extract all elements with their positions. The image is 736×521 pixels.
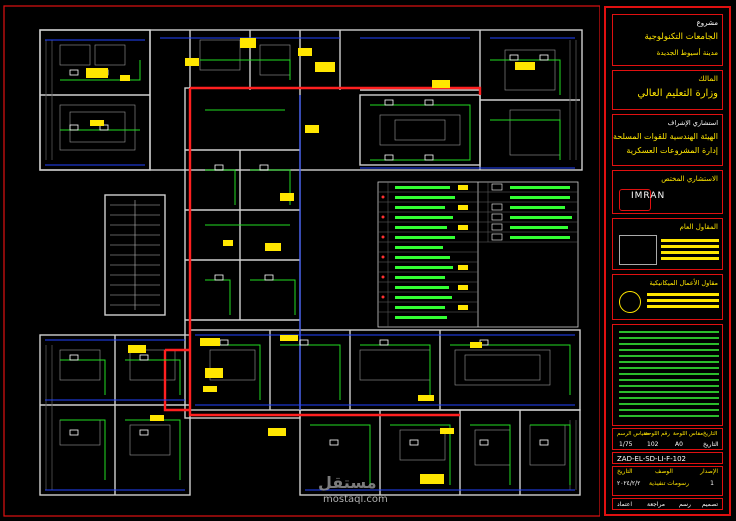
signatures-row: تصميم رسم مراجعة اعتماد (612, 498, 723, 510)
top-wing-walls (39, 29, 583, 171)
subcontractor-cell: مقاول الأعمال الميكانيكية (612, 274, 723, 320)
revisions-table: الإصدار الوصف التاريخ 1 رسومات تنفيذية ٢… (612, 466, 723, 496)
red-cable-route (163, 86, 482, 417)
subcontractor-label: مقاول الأعمال الميكانيكية (649, 279, 718, 287)
owner-name: وزارة التعليم العالي (637, 88, 718, 99)
supervisor-line2: إدارة المشروعات العسكرية (626, 146, 718, 155)
sheet-size-value: A0 (675, 441, 683, 448)
supervisor-label: استشاري الإشراف (667, 119, 718, 127)
contractor-info-block (661, 239, 719, 261)
rev-number: 1 (710, 480, 714, 487)
top-wing-hatch (45, 40, 577, 160)
subcontractor-logo-icon (619, 291, 641, 313)
supervisor-cell: استشاري الإشراف الهيئة الهندسية للقوات ا… (612, 114, 723, 166)
scale-header: مقياس الرسم (617, 431, 650, 437)
drawing-info: مقياس الرسم رقم اللوحة مقاس اللوحة التار… (612, 428, 723, 450)
owner-label: المالك (698, 74, 718, 83)
legend-table (377, 181, 579, 328)
stair (110, 200, 160, 310)
sheet-size-header: مقاس اللوحة (673, 431, 704, 437)
project-location: مدينة أسيوط الجديدة (656, 49, 718, 57)
subcontractor-info-block (647, 293, 719, 311)
consultant-cell: الاستشاري المختص IMRAN (612, 170, 723, 214)
blue-circuits (45, 37, 575, 491)
watermark-latin: mostaql.com (323, 494, 388, 505)
general-contractor-cell: المقاول العام (612, 218, 723, 270)
watermark-arabic: مستقل (318, 473, 377, 492)
project-cell: مشروع الجامعات التكنولوجية مدينة أسيوط ا… (612, 14, 723, 66)
consultant-label: الاستشاري المختص (661, 175, 718, 183)
bottom-wing-hatch (45, 345, 577, 490)
circuit-tags (86, 38, 535, 484)
drawing-code-cell: ZAD-EL-SD-LI-F-102 (612, 452, 723, 464)
signature-drawn: رسم (679, 501, 691, 508)
bottom-wing-details (59, 349, 566, 466)
notes-cell (612, 324, 723, 426)
floor-plan (3, 5, 600, 517)
rev-header-issue: الإصدار (700, 468, 718, 475)
consultant-logo-text: IMRAN (631, 191, 666, 201)
owner-cell: المالك وزارة التعليم العالي (612, 70, 723, 110)
date-value: التاريخ (703, 441, 719, 448)
sheet-border (3, 5, 600, 517)
project-label: مشروع (696, 19, 718, 27)
rev-description: رسومات تنفيذية (649, 480, 689, 487)
general-notes-block (619, 331, 719, 419)
drawing-code: ZAD-EL-SD-LI-F-102 (617, 455, 686, 463)
supervisor-line1: الهيئة الهندسية للقوات المسلحة (612, 132, 718, 141)
consultant-logo (619, 189, 651, 211)
contractor-logo-box (619, 235, 657, 265)
scale-value: 1/75 (619, 441, 633, 448)
signature-design: تصميم (701, 501, 718, 508)
signature-approve: اعتماد (617, 501, 633, 508)
central-wing-walls (104, 87, 301, 419)
date-header: التاريخ (703, 431, 718, 437)
rev-date: ٢٠٢٤/٢/٢ (617, 480, 641, 487)
top-wing-details (59, 39, 561, 156)
sheet-number-header: رقم اللوحة (645, 431, 670, 437)
rev-header-desc: الوصف (655, 468, 673, 475)
rev-header-date: التاريخ (617, 468, 633, 475)
general-contractor-label: المقاول العام (679, 223, 718, 231)
project-name: الجامعات التكنولوجية (644, 32, 719, 42)
signature-review: مراجعة (647, 501, 666, 508)
light-fixtures (69, 54, 549, 446)
sheet-number-value: 102 (647, 441, 659, 448)
title-block: مشروع الجامعات التكنولوجية مدينة أسيوط ا… (604, 6, 731, 516)
